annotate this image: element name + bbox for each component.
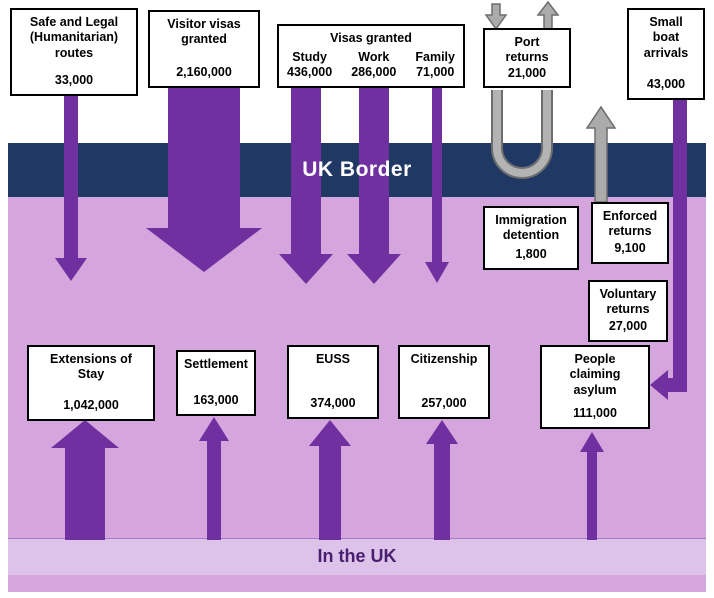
box-line: Settlement: [184, 357, 248, 371]
box-line: EUSS: [315, 352, 351, 366]
column-value: 71,000: [416, 64, 455, 79]
visas-column-work: Work 286,000: [351, 50, 396, 81]
box-line: People: [574, 352, 616, 366]
box-line: returns: [606, 302, 650, 317]
box-port-returns: Port returns 21,000: [483, 28, 571, 88]
box-value: 1,800: [515, 246, 547, 261]
box-line: arrivals: [643, 45, 689, 60]
box-visas-granted: Visas granted Study 436,000 Work 286,000…: [277, 24, 465, 88]
visas-granted-columns: Study 436,000 Work 286,000 Family 71,000: [281, 48, 461, 81]
column-value: 286,000: [351, 64, 397, 79]
box-line: returns: [608, 224, 652, 239]
box-settlement: Settlement 163,000: [176, 350, 256, 416]
box-extensions-of-stay: Extensions of Stay 1,042,000: [27, 345, 155, 421]
in-the-uk-label: In the UK: [317, 546, 397, 566]
box-line: Enforced: [602, 209, 658, 223]
column-label: Family: [415, 49, 455, 64]
box-value: 111,000: [573, 405, 617, 420]
box-value: 374,000: [310, 395, 356, 410]
box-people-claiming-asylum: People claiming asylum 111,000: [540, 345, 650, 429]
box-line: boat: [652, 30, 680, 45]
box-visitor-visas: Visitor visas granted 2,160,000: [148, 10, 260, 88]
visas-column-family: Family 71,000: [415, 50, 455, 81]
box-line: Safe and Legal: [29, 15, 119, 29]
box-value: 27,000: [608, 318, 648, 333]
box-line: Voluntary: [599, 287, 657, 301]
box-citizenship: Citizenship 257,000: [398, 345, 490, 419]
box-value: 33,000: [54, 72, 94, 87]
visas-column-study: Study 436,000: [287, 50, 332, 81]
box-line: asylum: [573, 382, 617, 397]
box-line: Visitor visas: [167, 17, 241, 31]
box-title: Visas granted: [330, 31, 412, 45]
box-small-boat-arrivals: Small boat arrivals 43,000: [627, 8, 705, 100]
box-line: returns: [505, 50, 549, 65]
in-the-uk-band: [8, 538, 706, 575]
box-euss: EUSS 374,000: [287, 345, 379, 419]
box-value: 9,100: [614, 240, 646, 255]
box-immigration-detention: Immigration detention 1,800: [483, 206, 579, 270]
uk-border-label: UK Border: [302, 158, 412, 181]
box-value: 21,000: [507, 65, 547, 80]
port-arrival-down-arrow-icon: [484, 3, 508, 31]
box-value: 43,000: [646, 76, 686, 91]
column-label: Study: [292, 49, 327, 64]
port-return-up-arrow-icon: [536, 0, 560, 30]
column-label: Work: [358, 49, 390, 64]
box-enforced-returns: Enforced returns 9,100: [591, 202, 669, 264]
box-line: claiming: [569, 367, 621, 382]
box-line: Immigration: [495, 213, 567, 227]
box-value: 163,000: [193, 392, 239, 407]
column-value: 436,000: [287, 64, 333, 79]
box-value: 257,000: [421, 395, 467, 410]
box-line: Stay: [77, 367, 105, 382]
box-line: detention: [502, 228, 560, 243]
box-line: Small: [649, 15, 683, 29]
box-line: Port: [514, 35, 540, 49]
box-line: (Humanitarian): [29, 30, 119, 45]
box-line: Citizenship: [410, 352, 478, 366]
box-value: 2,160,000: [176, 64, 232, 79]
box-line: granted: [181, 32, 227, 47]
box-voluntary-returns: Voluntary returns 27,000: [588, 280, 668, 342]
box-safe-legal-routes: Safe and Legal (Humanitarian) routes 33,…: [10, 8, 138, 96]
box-value: 1,042,000: [63, 397, 119, 412]
box-line: routes: [54, 45, 94, 60]
box-line: Extensions of: [50, 352, 132, 366]
